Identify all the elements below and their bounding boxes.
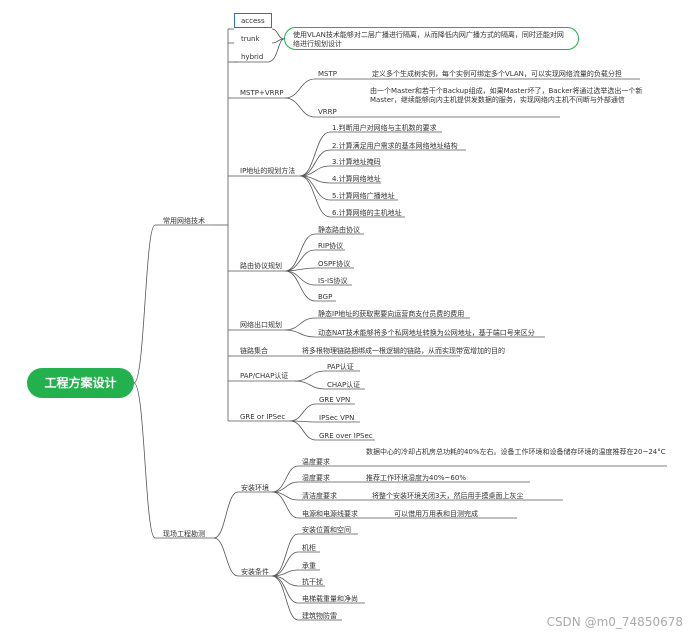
node-ip-item[interactable]: 4.计算网络地址 xyxy=(332,175,381,183)
root-node[interactable]: 工程方案设计 xyxy=(27,368,134,398)
watermark: CSDN @m0_74850678 xyxy=(546,615,683,629)
node-ip-item[interactable]: 1.判断用户对网络与主机数的要求 xyxy=(332,124,437,132)
node-pap-item[interactable]: CHAP认证 xyxy=(327,381,361,389)
node-env-key[interactable]: 湿度要求 xyxy=(302,474,330,482)
node-env-key[interactable]: 温度要求 xyxy=(302,458,330,466)
node-cond-item[interactable]: 建筑物防雷 xyxy=(302,612,337,620)
node-cond-item[interactable]: 抗干扰 xyxy=(302,578,323,586)
node-link-agg-desc[interactable]: 将多根物理链路捆绑成一根逻辑的链路，从而实现带宽增加的目的 xyxy=(302,347,505,355)
node-env-value[interactable]: 数据中心的冷却占机房总功耗的40%左右。设备工作环境和设备储存环境的温度推荐在2… xyxy=(366,448,666,456)
node-install-env[interactable]: 安装环境 xyxy=(241,484,269,492)
root-to-b1-line xyxy=(133,224,156,384)
node-env-value[interactable]: 推荐工作环境湿度为40%~60% xyxy=(366,474,466,482)
node-exit-item[interactable]: 动态NAT技术能够将多个私网地址转换为公网地址，基于端口号来区分 xyxy=(318,329,535,337)
node-pap-chap[interactable]: PAP/CHAP认证 xyxy=(240,372,289,380)
node-cond-item[interactable]: 安装位置和空间 xyxy=(302,526,351,534)
node-env-value[interactable]: 可以借用万用表和目测完成 xyxy=(394,510,478,518)
vlan-note-text: 使用VLAN技术能够对二层广播进行隔离，从而降低内网广播方式的隔离，同时还能对网… xyxy=(293,31,564,48)
selected-node-frame xyxy=(234,13,272,28)
node-cond-item[interactable]: 机柜 xyxy=(302,544,316,552)
node-vrrp[interactable]: VRRP xyxy=(318,108,337,116)
node-gre-item[interactable]: IPSec VPN xyxy=(319,414,355,422)
node-access[interactable]: access xyxy=(241,17,265,25)
node-trunk[interactable]: trunk xyxy=(241,35,260,43)
node-routing-item[interactable]: BGP xyxy=(318,293,333,301)
node-install-cond[interactable]: 安装条件 xyxy=(241,568,269,576)
node-vrrp-desc[interactable]: 由一个Master和若干个Backup组成，如果Master坏了，Backer将… xyxy=(370,87,643,104)
node-routing-item[interactable]: OSPF协议 xyxy=(318,260,351,268)
node-ip-item[interactable]: 6.计算网络的主机地址 xyxy=(332,209,402,217)
node-env-key[interactable]: 电源和电源线要求 xyxy=(302,510,358,518)
branch-common-network[interactable]: 常用网络技术 xyxy=(163,217,205,225)
node-cond-item[interactable]: 电梯载重量和净尚 xyxy=(302,595,358,603)
node-mstp-vrrp[interactable]: MSTP+VRRP xyxy=(240,89,284,97)
node-mstp-desc[interactable]: 定义多个生成树实例，每个实例可绑定多个VLAN，可以实现网络流量的负载分担 xyxy=(372,70,622,78)
node-ip-item[interactable]: 5.计算网络广播地址 xyxy=(332,192,395,200)
node-hybrid[interactable]: hybrid xyxy=(241,53,264,61)
node-exit-item[interactable]: 静态IP地址的获取需要向运营商支付员费的费用 xyxy=(318,310,465,318)
node-gre-ipsec[interactable]: GRE or IPSec xyxy=(240,413,286,421)
node-pap-item[interactable]: PAP认证 xyxy=(327,363,354,371)
node-exit[interactable]: 网络出口规划 xyxy=(240,321,282,329)
root-to-b2-line xyxy=(133,382,156,539)
node-env-key[interactable]: 清洁度要求 xyxy=(302,492,337,500)
node-routing-item[interactable]: IS-IS协议 xyxy=(318,277,348,285)
node-ip-item[interactable]: 2.计算满足用户需求的基本网络地址结构 xyxy=(332,142,458,150)
node-env-value[interactable]: 将整个安装环境关闭3天，然后用手摸桌面上灰尘 xyxy=(372,492,524,500)
branch-site-survey[interactable]: 现场工程勘测 xyxy=(163,530,205,538)
node-routing-item[interactable]: 静态路由协议 xyxy=(318,226,360,234)
node-ip-plan[interactable]: IP地址的规划方法 xyxy=(240,167,296,175)
vlan-note-callout[interactable]: 使用VLAN技术能够对二层广播进行隔离，从而降低内网广播方式的隔离，同时还能对网… xyxy=(284,27,579,50)
node-routing-item[interactable]: RIP协议 xyxy=(318,242,344,250)
node-mstp[interactable]: MSTP xyxy=(318,70,337,78)
node-link-agg[interactable]: 链路集合 xyxy=(240,347,268,355)
node-cond-item[interactable]: 承重 xyxy=(302,562,316,570)
node-gre-item[interactable]: GRE over IPSec xyxy=(319,432,373,440)
node-routing[interactable]: 路由协议规划 xyxy=(240,262,282,270)
node-ip-item[interactable]: 3.计算地址掩码 xyxy=(332,158,381,166)
node-gre-item[interactable]: GRE VPN xyxy=(319,396,351,404)
